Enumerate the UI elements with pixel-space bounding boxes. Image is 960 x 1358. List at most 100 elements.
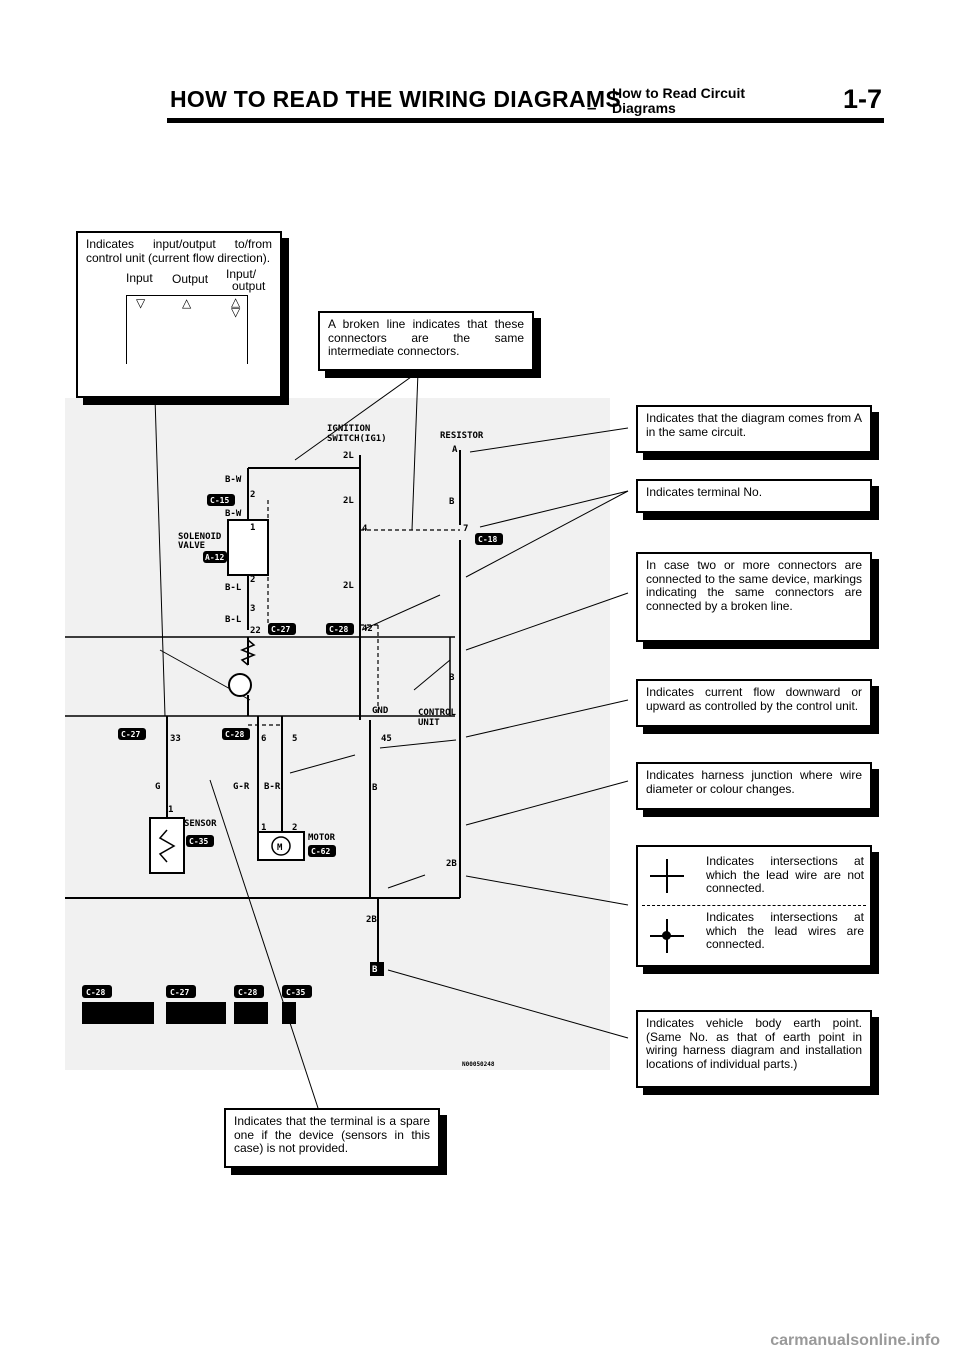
terminal-number: 7 bbox=[463, 524, 468, 534]
connector-c27-label: C-27 bbox=[271, 625, 290, 634]
resistor-ref-label: A bbox=[452, 445, 458, 455]
gnd-label: GND bbox=[372, 706, 389, 716]
wire-color-label: G-R bbox=[233, 782, 250, 792]
callout-comes-from: Indicates that the diagram comes from A … bbox=[636, 405, 872, 453]
callout-text: Indicates harness junction where wire di… bbox=[646, 768, 862, 796]
wire-color-label: 2L bbox=[343, 581, 354, 591]
page-number: 1-7 bbox=[843, 84, 883, 114]
terminal-number: 4 bbox=[362, 524, 368, 534]
transistor-symbol bbox=[228, 673, 252, 697]
legend-connector-c28-2: C-28 bbox=[238, 988, 257, 997]
terminal-number: 1 bbox=[168, 805, 173, 815]
callout-harness-junction: Indicates harness junction where wire di… bbox=[636, 762, 872, 810]
callout-intersections: Indicates intersections at which the lea… bbox=[636, 845, 872, 967]
motor-symbol-label: M bbox=[277, 843, 283, 853]
io-output-arrow-icon: △ bbox=[182, 296, 192, 310]
control-unit-label: CONTROL bbox=[418, 708, 457, 718]
terminal-number: 1 bbox=[261, 823, 266, 833]
motor-label: MOTOR bbox=[308, 833, 336, 843]
callout-text: Indicates terminal No. bbox=[646, 485, 763, 499]
callout-text: Indicates intersections at which the lea… bbox=[706, 854, 864, 895]
terminal-number: 33 bbox=[170, 734, 181, 744]
callout-broken-line: A broken line indicates that these conne… bbox=[318, 311, 534, 371]
not-connected-cross-icon bbox=[650, 859, 684, 893]
legend-connector-c28: C-28 bbox=[86, 988, 105, 997]
terminal-number: 1 bbox=[250, 523, 255, 533]
ref-code: N00050248 bbox=[462, 1061, 495, 1068]
connector-c28-label: C-28 bbox=[329, 625, 348, 634]
earth-point-marker bbox=[370, 962, 384, 976]
wire-color-label: 2L bbox=[343, 451, 354, 461]
wire-color-label: G bbox=[155, 782, 160, 792]
wire-color-label: B bbox=[372, 783, 378, 793]
terminal-number: 3 bbox=[250, 604, 255, 614]
io-input-arrow-icon: ▽ bbox=[136, 296, 146, 310]
connector-c18-label: C-18 bbox=[478, 535, 497, 544]
header-rule bbox=[167, 118, 884, 123]
callout-terminal-no: Indicates terminal No. bbox=[636, 479, 872, 513]
ignition-switch-label-2: SWITCH(IG1) bbox=[327, 434, 387, 444]
solenoid-valve-symbol bbox=[227, 519, 269, 576]
callout-earth-point: Indicates vehicle body earth point. (Sam… bbox=[636, 1010, 872, 1088]
connector-tags bbox=[82, 494, 503, 1024]
io-control-unit-box bbox=[126, 295, 248, 364]
section-title-line2: Diagrams bbox=[612, 100, 676, 116]
callout-leaders bbox=[154, 371, 629, 1109]
wire-color-label: 2B bbox=[366, 915, 377, 925]
resistor-label: RESISTOR bbox=[440, 431, 484, 441]
wire-color-label: B-W bbox=[225, 509, 242, 519]
solenoid-valve-label: SOLENOID bbox=[178, 532, 222, 542]
io-input-label: Input bbox=[126, 271, 153, 285]
section-title-line1: How to Read Circuit bbox=[612, 85, 746, 101]
callout-text: In case two or more connectors are conne… bbox=[646, 558, 862, 613]
legend-connector-c27: C-27 bbox=[170, 988, 189, 997]
sensor-symbol bbox=[149, 817, 185, 874]
terminal-number: 2 bbox=[250, 575, 255, 585]
wire-color-label: B-W bbox=[225, 475, 242, 485]
section-title: How to Read Circuit Diagrams bbox=[612, 86, 745, 116]
callout-text: Indicates that the terminal is a spare o… bbox=[234, 1114, 430, 1155]
callout-two-connectors: In case two or more connectors are conne… bbox=[636, 552, 872, 642]
solenoid-valve-label-2: VALVE bbox=[178, 541, 205, 551]
wire-color-label: 2B bbox=[446, 859, 457, 869]
io-inout-label: Input/ bbox=[226, 267, 257, 281]
connector-c62-label: C-62 bbox=[311, 847, 330, 856]
control-unit-label-2: UNIT bbox=[418, 718, 440, 728]
connector-c35-label: C-35 bbox=[189, 837, 208, 846]
callout-text: A broken line indicates that these conne… bbox=[328, 317, 524, 358]
callout-text: Indicates current flow downward or upwar… bbox=[646, 685, 862, 713]
connector-c28-label-2: C-28 bbox=[225, 730, 244, 739]
terminal-number: 22 bbox=[250, 626, 261, 636]
earth-label: B bbox=[372, 965, 378, 975]
legend-connector-c35: C-35 bbox=[286, 988, 305, 997]
watermark: carmanualsonline.info bbox=[770, 1332, 940, 1349]
terminal-number: 42 bbox=[362, 624, 373, 634]
wire-color-label: B-L bbox=[225, 615, 242, 625]
callout-input-output: Indicates input/output to/from control u… bbox=[76, 231, 282, 398]
terminal-number: 2 bbox=[292, 823, 297, 833]
wire-color-label: B-R bbox=[264, 782, 281, 792]
terminal-number: 5 bbox=[292, 734, 297, 744]
wire-color-label: B bbox=[449, 497, 455, 507]
io-inout-label-2: output bbox=[232, 279, 266, 293]
diagram-background bbox=[65, 398, 610, 1070]
wire-color-label: 2L bbox=[343, 496, 354, 506]
callout-text: Indicates that the diagram comes from A … bbox=[646, 411, 862, 439]
connector-c15-label: C-15 bbox=[210, 496, 229, 505]
io-inout-arrow-icon: △▽ bbox=[231, 295, 241, 319]
callout-spare-terminal: Indicates that the terminal is a spare o… bbox=[224, 1108, 440, 1168]
callout-text: Indicates input/output to/from control u… bbox=[86, 237, 272, 265]
io-output-label: Output bbox=[172, 272, 209, 286]
ignition-switch-label: IGNITION bbox=[327, 424, 370, 434]
resistor-symbol bbox=[240, 639, 256, 666]
intersection-divider bbox=[642, 905, 866, 906]
connector-a12-label: A-12 bbox=[205, 553, 224, 562]
sensor-label: SENSOR bbox=[184, 819, 217, 829]
callout-text: Indicates vehicle body earth point. (Sam… bbox=[646, 1016, 862, 1071]
connector-c27-label-2: C-27 bbox=[121, 730, 140, 739]
wire-color-label: B-L bbox=[225, 583, 242, 593]
callout-current-flow: Indicates current flow downward or upwar… bbox=[636, 679, 872, 727]
connected-junction-icon bbox=[650, 919, 684, 953]
callout-text: Indicates intersections at which the lea… bbox=[706, 910, 864, 951]
